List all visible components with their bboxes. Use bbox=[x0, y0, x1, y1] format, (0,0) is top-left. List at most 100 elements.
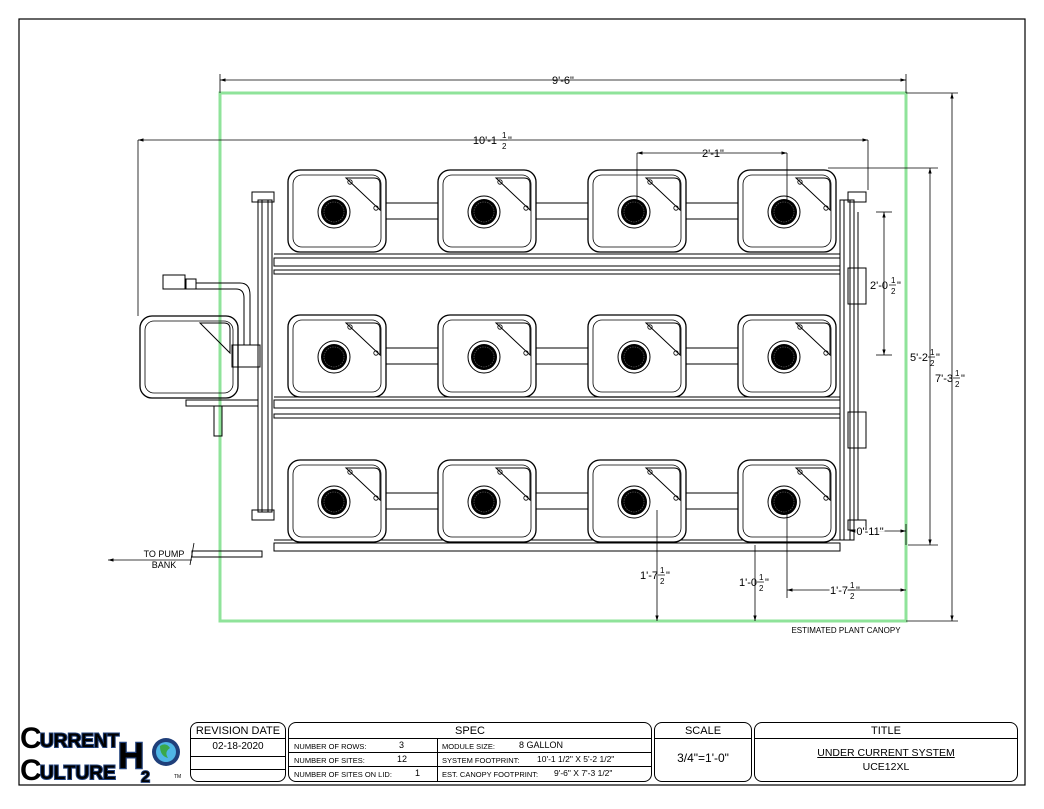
dim-offset-c: 1'-7 1 2 " bbox=[829, 581, 861, 601]
svg-text:2: 2 bbox=[660, 577, 665, 586]
svg-text:1'-7: 1'-7 bbox=[640, 570, 658, 582]
svg-text:1: 1 bbox=[891, 276, 896, 285]
revision-date: 02-18-2020 bbox=[212, 741, 264, 752]
module-value: 8 GALLON bbox=[519, 740, 564, 750]
canopy-spec-value: 9'-6" X 7'-3 1/2" bbox=[554, 768, 613, 778]
dim-footprint-depth: 5'-2 1 2 " bbox=[910, 348, 940, 368]
plant-site bbox=[317, 485, 351, 519]
svg-text:2'-0: 2'-0 bbox=[870, 280, 888, 292]
title-block-revision: REVISION DATE 02-18-2020 bbox=[190, 722, 286, 782]
canopy-label: ESTIMATED PLANT CANOPY bbox=[791, 626, 901, 635]
rows-value: 3 bbox=[399, 740, 405, 750]
plant-site bbox=[767, 485, 801, 519]
svg-text:7'-3: 7'-3 bbox=[935, 373, 953, 385]
svg-text:1'-0: 1'-0 bbox=[739, 577, 757, 589]
plant-site bbox=[317, 340, 351, 374]
svg-text:": " bbox=[897, 280, 901, 292]
dim-row-spacing: 2'-0 1 2 " bbox=[870, 276, 901, 296]
dim-offset-b: 1'-0 1 2 " bbox=[739, 573, 769, 593]
plant-site bbox=[617, 485, 651, 519]
svg-text:C: C bbox=[20, 754, 42, 787]
module bbox=[287, 459, 439, 543]
title-block-scale: SCALE 3/4"=1'-0" bbox=[654, 722, 752, 782]
svg-text:1: 1 bbox=[850, 581, 855, 590]
drawing-border bbox=[18, 18, 1026, 786]
sites-label: NUMBER OF SITES: bbox=[294, 756, 365, 765]
svg-text:2: 2 bbox=[502, 142, 507, 151]
module bbox=[287, 314, 439, 398]
svg-text:2: 2 bbox=[141, 769, 150, 786]
svg-text:": " bbox=[765, 577, 769, 589]
reservoir bbox=[139, 315, 239, 399]
svg-text:10'-1: 10'-1 bbox=[473, 135, 497, 147]
canopy-spec-label: EST. CANOPY FOOTPRINT: bbox=[442, 770, 539, 779]
module bbox=[437, 169, 589, 253]
plant-site bbox=[317, 195, 351, 229]
module bbox=[587, 314, 739, 398]
plant-site bbox=[467, 485, 501, 519]
svg-text:1: 1 bbox=[502, 131, 507, 140]
plant-site bbox=[467, 195, 501, 229]
footprint-value: 10'-1 1/2" X 5'-2 1/2" bbox=[537, 754, 615, 764]
sites-value: 12 bbox=[397, 754, 408, 764]
to-pump-label-2: BANK bbox=[152, 560, 177, 570]
svg-text:H: H bbox=[118, 735, 144, 776]
dim-site-spacing: 2'-1" bbox=[702, 148, 724, 160]
svg-text:2: 2 bbox=[930, 359, 935, 368]
svg-text:": " bbox=[936, 352, 940, 364]
svg-text:2: 2 bbox=[850, 592, 855, 601]
dim-offset-a: 1'-7 1 2 " bbox=[640, 566, 670, 586]
plant-site bbox=[767, 195, 801, 229]
svg-text:2: 2 bbox=[955, 380, 960, 389]
spec-header: SPEC bbox=[455, 725, 485, 737]
svg-text:2: 2 bbox=[891, 287, 896, 296]
plant-canopy-outline bbox=[218, 91, 908, 623]
module bbox=[737, 169, 837, 253]
svg-text:": " bbox=[508, 135, 512, 147]
module bbox=[437, 459, 589, 543]
plant-site bbox=[467, 340, 501, 374]
plant-site bbox=[617, 195, 651, 229]
dim-canopy-width: 9'-6" bbox=[552, 75, 574, 87]
svg-text:C: C bbox=[20, 722, 42, 755]
module bbox=[587, 169, 739, 253]
module-label: MODULE SIZE: bbox=[442, 742, 495, 751]
module bbox=[587, 459, 739, 543]
scale-header: SCALE bbox=[684, 725, 722, 737]
title-block-title: TITLE UNDER CURRENT SYSTEM UCE12XL bbox=[754, 722, 1018, 782]
svg-text:URRENT: URRENT bbox=[40, 731, 120, 752]
svg-text:": " bbox=[856, 585, 860, 597]
svg-text:": " bbox=[961, 373, 965, 385]
lid-label: NUMBER OF SITES ON LID: bbox=[294, 770, 392, 779]
drawing-title: UNDER CURRENT SYSTEM bbox=[817, 747, 955, 759]
module-grid bbox=[287, 169, 837, 543]
dim-offset-right: 0'-11" bbox=[856, 526, 883, 538]
svg-text:": " bbox=[666, 570, 670, 582]
revision-header: REVISION DATE bbox=[195, 725, 281, 737]
lid-value: 1 bbox=[415, 768, 421, 778]
dim-canopy-depth: 7'-3 1 2 " bbox=[935, 369, 965, 389]
svg-text:2: 2 bbox=[759, 584, 764, 593]
model-number: UCE12XL bbox=[862, 761, 910, 773]
dimension-labels: 9'-6" 10'-1 1 2 " 2'-1" 2'-0 1 2 " 5'-2 … bbox=[144, 75, 965, 635]
svg-text:1: 1 bbox=[955, 369, 960, 378]
plant-site bbox=[617, 340, 651, 374]
svg-text:TM: TM bbox=[174, 774, 181, 780]
svg-text:ULTURE: ULTURE bbox=[40, 763, 116, 784]
module bbox=[287, 169, 439, 253]
svg-text:1'-7: 1'-7 bbox=[830, 585, 848, 597]
title-block-spec: SPEC NUMBER OF ROWS: 3 NUMBER OF SITES: … bbox=[288, 722, 652, 782]
svg-text:1: 1 bbox=[930, 348, 935, 357]
dim-footprint-width: 10'-1 1 2 " bbox=[473, 131, 512, 151]
frame-plumbing bbox=[162, 191, 867, 558]
svg-text:1: 1 bbox=[660, 566, 665, 575]
rows-label: NUMBER OF ROWS: bbox=[294, 742, 367, 751]
svg-text:1: 1 bbox=[759, 573, 764, 582]
title-header: TITLE bbox=[871, 725, 901, 737]
to-pump-label: TO PUMP bbox=[144, 549, 185, 559]
company-logo: C URRENT C ULTURE H 2 TM bbox=[20, 722, 181, 787]
module bbox=[437, 314, 589, 398]
module bbox=[737, 314, 837, 398]
